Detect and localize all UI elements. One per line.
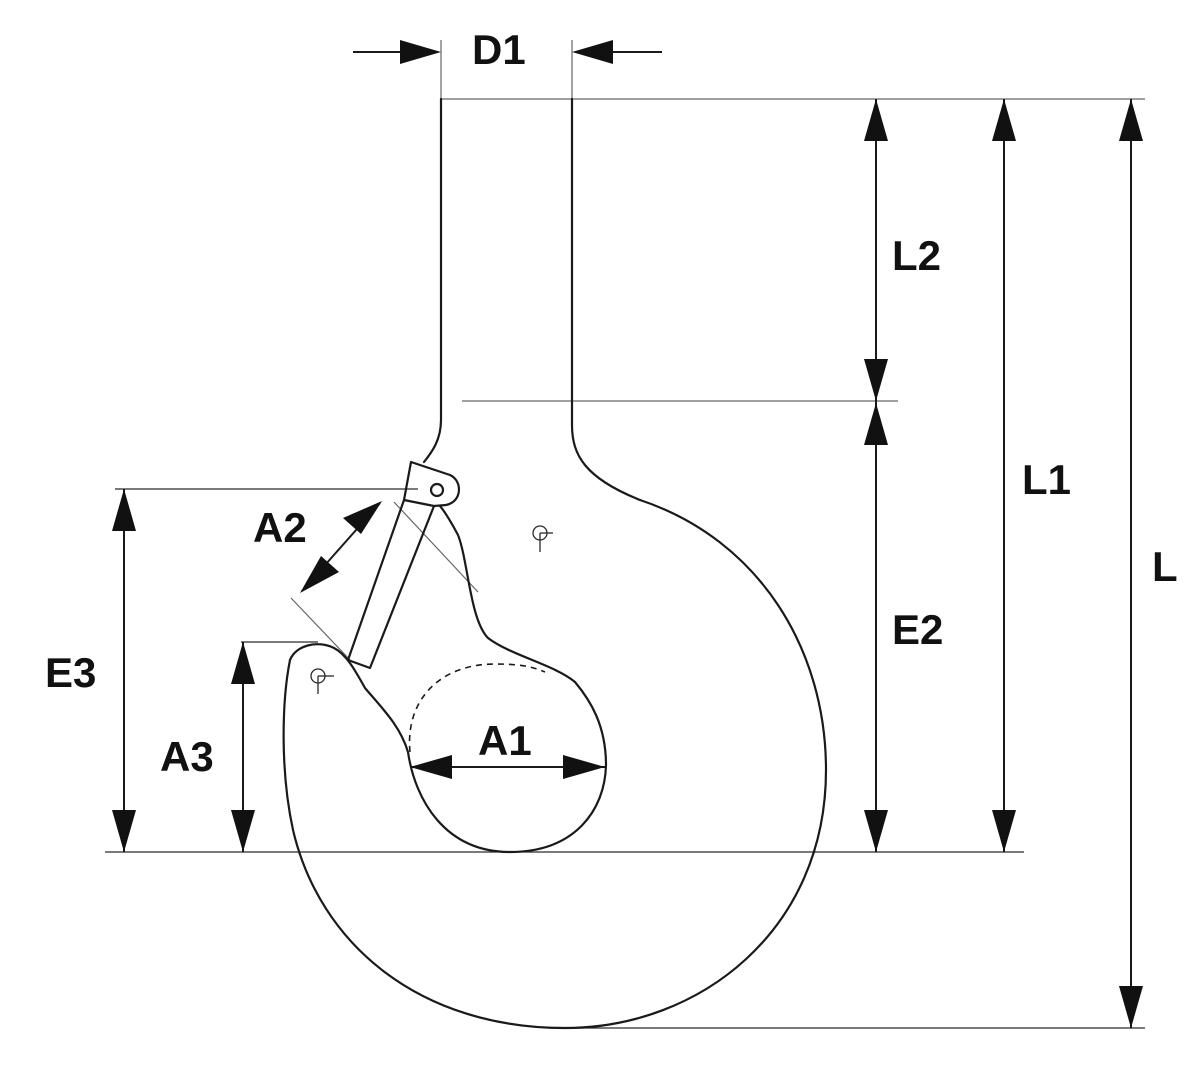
latch-inner-edge [402,498,436,508]
e2-bottom-arrowhead [864,810,888,852]
label-a3: A3 [160,733,214,780]
latch-pivot-hole [429,482,445,498]
a2-upper-arrowhead [343,501,382,534]
label-e3: E3 [45,649,96,696]
throat-dashed-arc [408,663,546,753]
a1-left-arrowhead [410,755,452,779]
label-e2: E2 [892,606,943,653]
l2-top-arrowhead [864,99,888,141]
label-a2: A2 [253,504,307,551]
a3-top-arrowhead [231,642,255,684]
tip-center-mark [310,668,334,694]
hook-shank-left-edge [422,97,443,464]
d1-right-arrowhead [572,40,613,64]
a2-lower-arrowhead [300,556,339,593]
hook-outer-curve [282,498,828,1030]
l2-bottom-arrowhead [864,359,888,401]
safety-latch [346,460,460,670]
l-bottom-arrowhead [1119,986,1143,1028]
label-l2: L2 [892,232,941,279]
hook-body [282,97,828,1030]
e2-top-arrowhead [864,403,888,445]
dimension-labels: D1 L2 L1 L E2 A2 E3 A3 A1 [45,26,1178,780]
e3-top-arrowhead [112,489,136,531]
a2-lower-extension [290,597,353,663]
hook-center-mark [532,525,553,552]
a1-right-arrowhead [563,755,605,779]
l1-top-arrowhead [992,99,1016,141]
e3-bottom-arrowhead [112,810,136,852]
l-top-arrowhead [1119,99,1143,141]
label-a1: A1 [478,717,532,764]
a2-upper-extension [393,501,479,593]
reference-lines [105,40,1145,1029]
label-l1: L1 [1022,456,1071,503]
latch-body [346,460,460,670]
label-l: L [1152,543,1178,590]
l1-bottom-arrowhead [992,810,1016,852]
hook-tip-and-throat [288,504,608,854]
dimension-lines [112,40,1143,1028]
hook-shank-right-edge [570,97,642,502]
a3-bottom-arrowhead [231,810,255,852]
label-d1: D1 [472,26,526,73]
d1-left-arrowhead [400,40,441,64]
